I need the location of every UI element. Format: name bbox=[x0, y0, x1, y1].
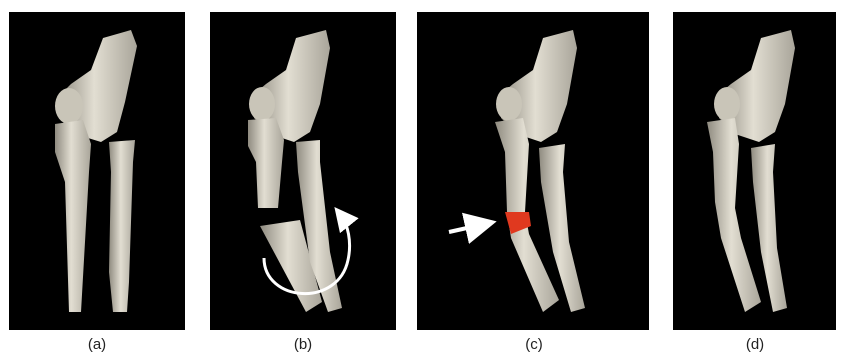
humerus-condyle bbox=[714, 87, 740, 121]
pointer-arrow bbox=[449, 224, 485, 232]
humerus-condyle bbox=[55, 88, 83, 124]
panel-c-wedge-highlight bbox=[417, 12, 649, 330]
bone-render-a bbox=[9, 12, 185, 330]
radius bbox=[109, 140, 135, 312]
caption-b: (b) bbox=[283, 336, 323, 354]
panel-a-intact-forearm-bones bbox=[9, 12, 185, 330]
ulna bbox=[707, 118, 761, 312]
radius bbox=[751, 144, 787, 312]
bone-render-d bbox=[673, 12, 836, 330]
caption-a: (a) bbox=[77, 336, 117, 354]
caption-c: (c) bbox=[514, 336, 554, 354]
humerus-condyle bbox=[249, 87, 275, 121]
humerus-condyle bbox=[496, 87, 522, 121]
bone-render-b bbox=[210, 12, 396, 330]
panel-b-osteotomy-rotation bbox=[210, 12, 396, 330]
ulna bbox=[55, 120, 91, 312]
panel-d-corrected-forearm bbox=[673, 12, 836, 330]
ulna-proximal-segment bbox=[248, 118, 284, 208]
bone-render-c bbox=[417, 12, 649, 330]
caption-d: (d) bbox=[735, 336, 775, 354]
